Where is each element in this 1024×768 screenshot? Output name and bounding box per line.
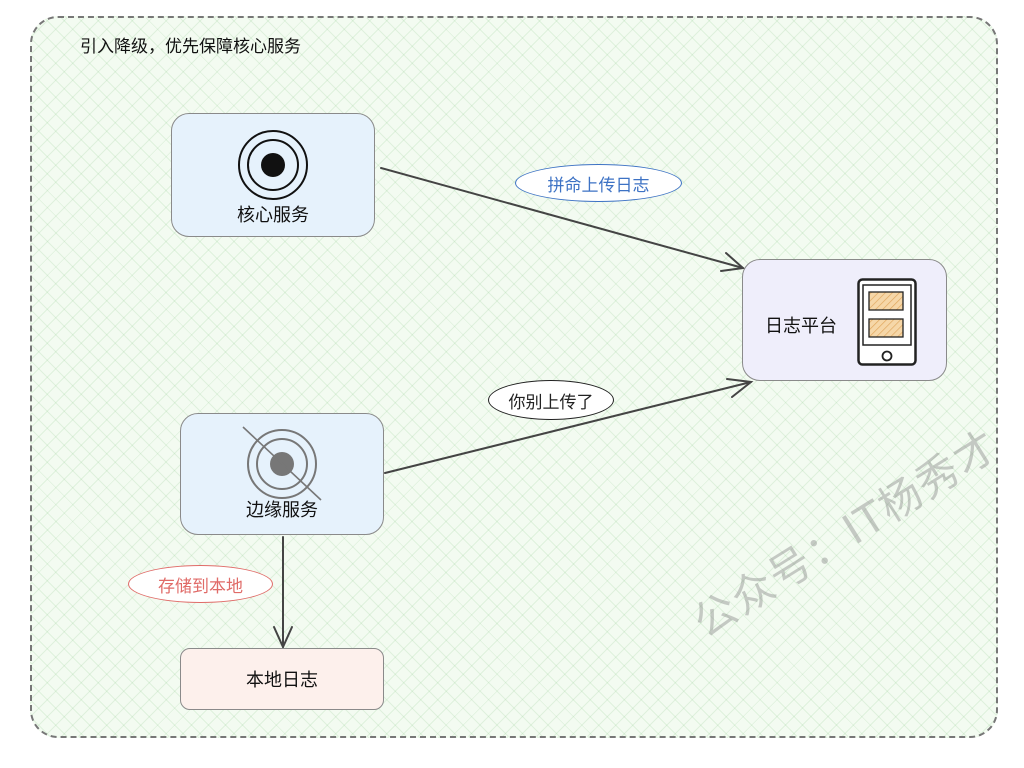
core-service-node[interactable]: 核心服务 (171, 113, 375, 237)
edge-service-node[interactable]: 边缘服务 (180, 413, 384, 535)
target-icon (238, 130, 308, 200)
local-log-node[interactable]: 本地日志 (180, 648, 384, 710)
log-platform-node[interactable]: 日志平台 (742, 259, 947, 381)
edge-label-upload-hard: 拼命上传日志 (515, 164, 682, 202)
local-log-label: 本地日志 (246, 670, 318, 691)
arrowhead-edge-to-platform (726, 378, 754, 398)
tablet-icon (857, 278, 917, 366)
arrowhead-edge-to-local (273, 626, 293, 650)
arrow-core-to-platform (380, 167, 744, 269)
core-service-label: 核心服务 (237, 205, 309, 226)
arrow-edge-to-platform (384, 381, 752, 474)
target-crossed-icon (242, 426, 322, 501)
edge-label-stop-upload: 你别上传了 (488, 380, 614, 420)
frame-title: 引入降级，优先保障核心服务 (80, 37, 301, 57)
log-platform-label: 日志平台 (765, 316, 837, 337)
edge-label-store-local: 存储到本地 (128, 565, 273, 603)
edge-service-label: 边缘服务 (246, 500, 318, 521)
